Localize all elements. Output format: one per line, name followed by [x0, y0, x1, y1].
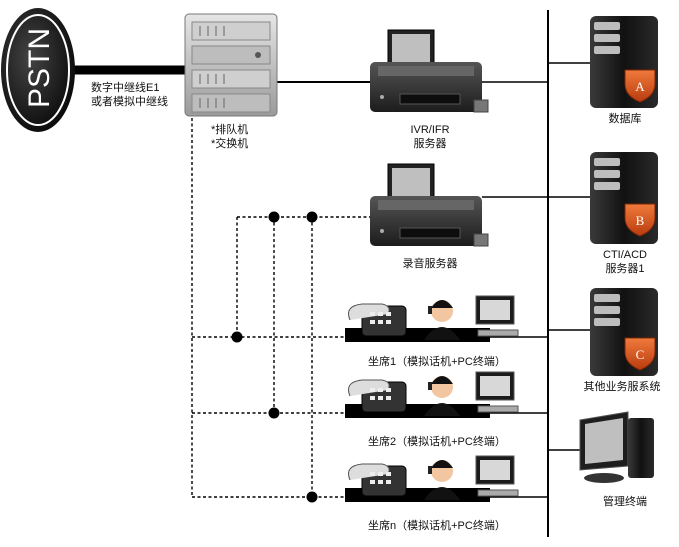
trunk-label-line2: 或者模拟中继线 — [91, 96, 168, 108]
server-badge-c: C — [636, 347, 645, 362]
switch-label-line2: *交换机 — [211, 138, 249, 150]
phone-icon — [348, 379, 407, 413]
cti-server-label-line1: CTI/ACD — [603, 249, 647, 261]
trunk-label-line1: 数字中继线E1 — [91, 82, 160, 94]
agent-headset-icon — [424, 300, 460, 340]
db-server-label: 数据库 — [608, 113, 642, 125]
junction-dot — [268, 211, 280, 223]
other-server-label: 其他业务服系统 — [583, 381, 661, 393]
junction-dot — [306, 491, 318, 503]
server-badge-b: B — [636, 213, 645, 228]
phone-icon — [348, 303, 407, 337]
pc-monitor-icon — [475, 295, 519, 337]
agent-station-n — [345, 455, 519, 502]
agent-headset-icon — [424, 376, 460, 416]
junction-dots — [231, 211, 318, 503]
phone-icon — [348, 463, 407, 497]
analog-dotted-lines — [191, 118, 370, 498]
pstn-label: PSTN — [23, 28, 56, 108]
recording-server-icon — [370, 163, 489, 247]
cti-server-label-line2: 服务器1 — [605, 263, 645, 275]
agent1-label: 坐席1（模拟话机+PC终端） — [368, 356, 506, 368]
ivr-server-icon — [370, 29, 489, 113]
pbx-switch-icon — [184, 13, 278, 117]
agent-headset-icon — [424, 460, 460, 500]
ivr-label-line2: 服务器 — [413, 138, 447, 150]
agent2-label: 坐席2（模拟话机+PC终端） — [368, 436, 506, 448]
switch-label-line1: *排队机 — [211, 124, 249, 136]
database-server-icon: A — [590, 16, 658, 108]
ivr-label-line1: IVR/IFR — [410, 124, 450, 136]
connection-lines — [60, 10, 590, 537]
recorder-label: 录音服务器 — [402, 258, 458, 270]
pc-monitor-icon — [475, 371, 519, 413]
pstn-cloud: PSTN — [1, 8, 75, 132]
management-terminal-icon — [579, 411, 654, 483]
junction-dot — [231, 331, 243, 343]
server-badge-a: A — [635, 79, 645, 94]
agent-station-2 — [345, 371, 519, 418]
junction-dot — [268, 407, 280, 419]
terminal-label: 管理终端 — [603, 496, 647, 508]
agentn-label: 坐席n（模拟话机+PC终端） — [368, 520, 506, 532]
agent-station-1 — [345, 295, 519, 342]
pc-monitor-icon — [475, 455, 519, 497]
junction-dot — [306, 211, 318, 223]
cti-server-icon: B — [590, 152, 658, 244]
other-business-server-icon: C — [590, 288, 658, 376]
